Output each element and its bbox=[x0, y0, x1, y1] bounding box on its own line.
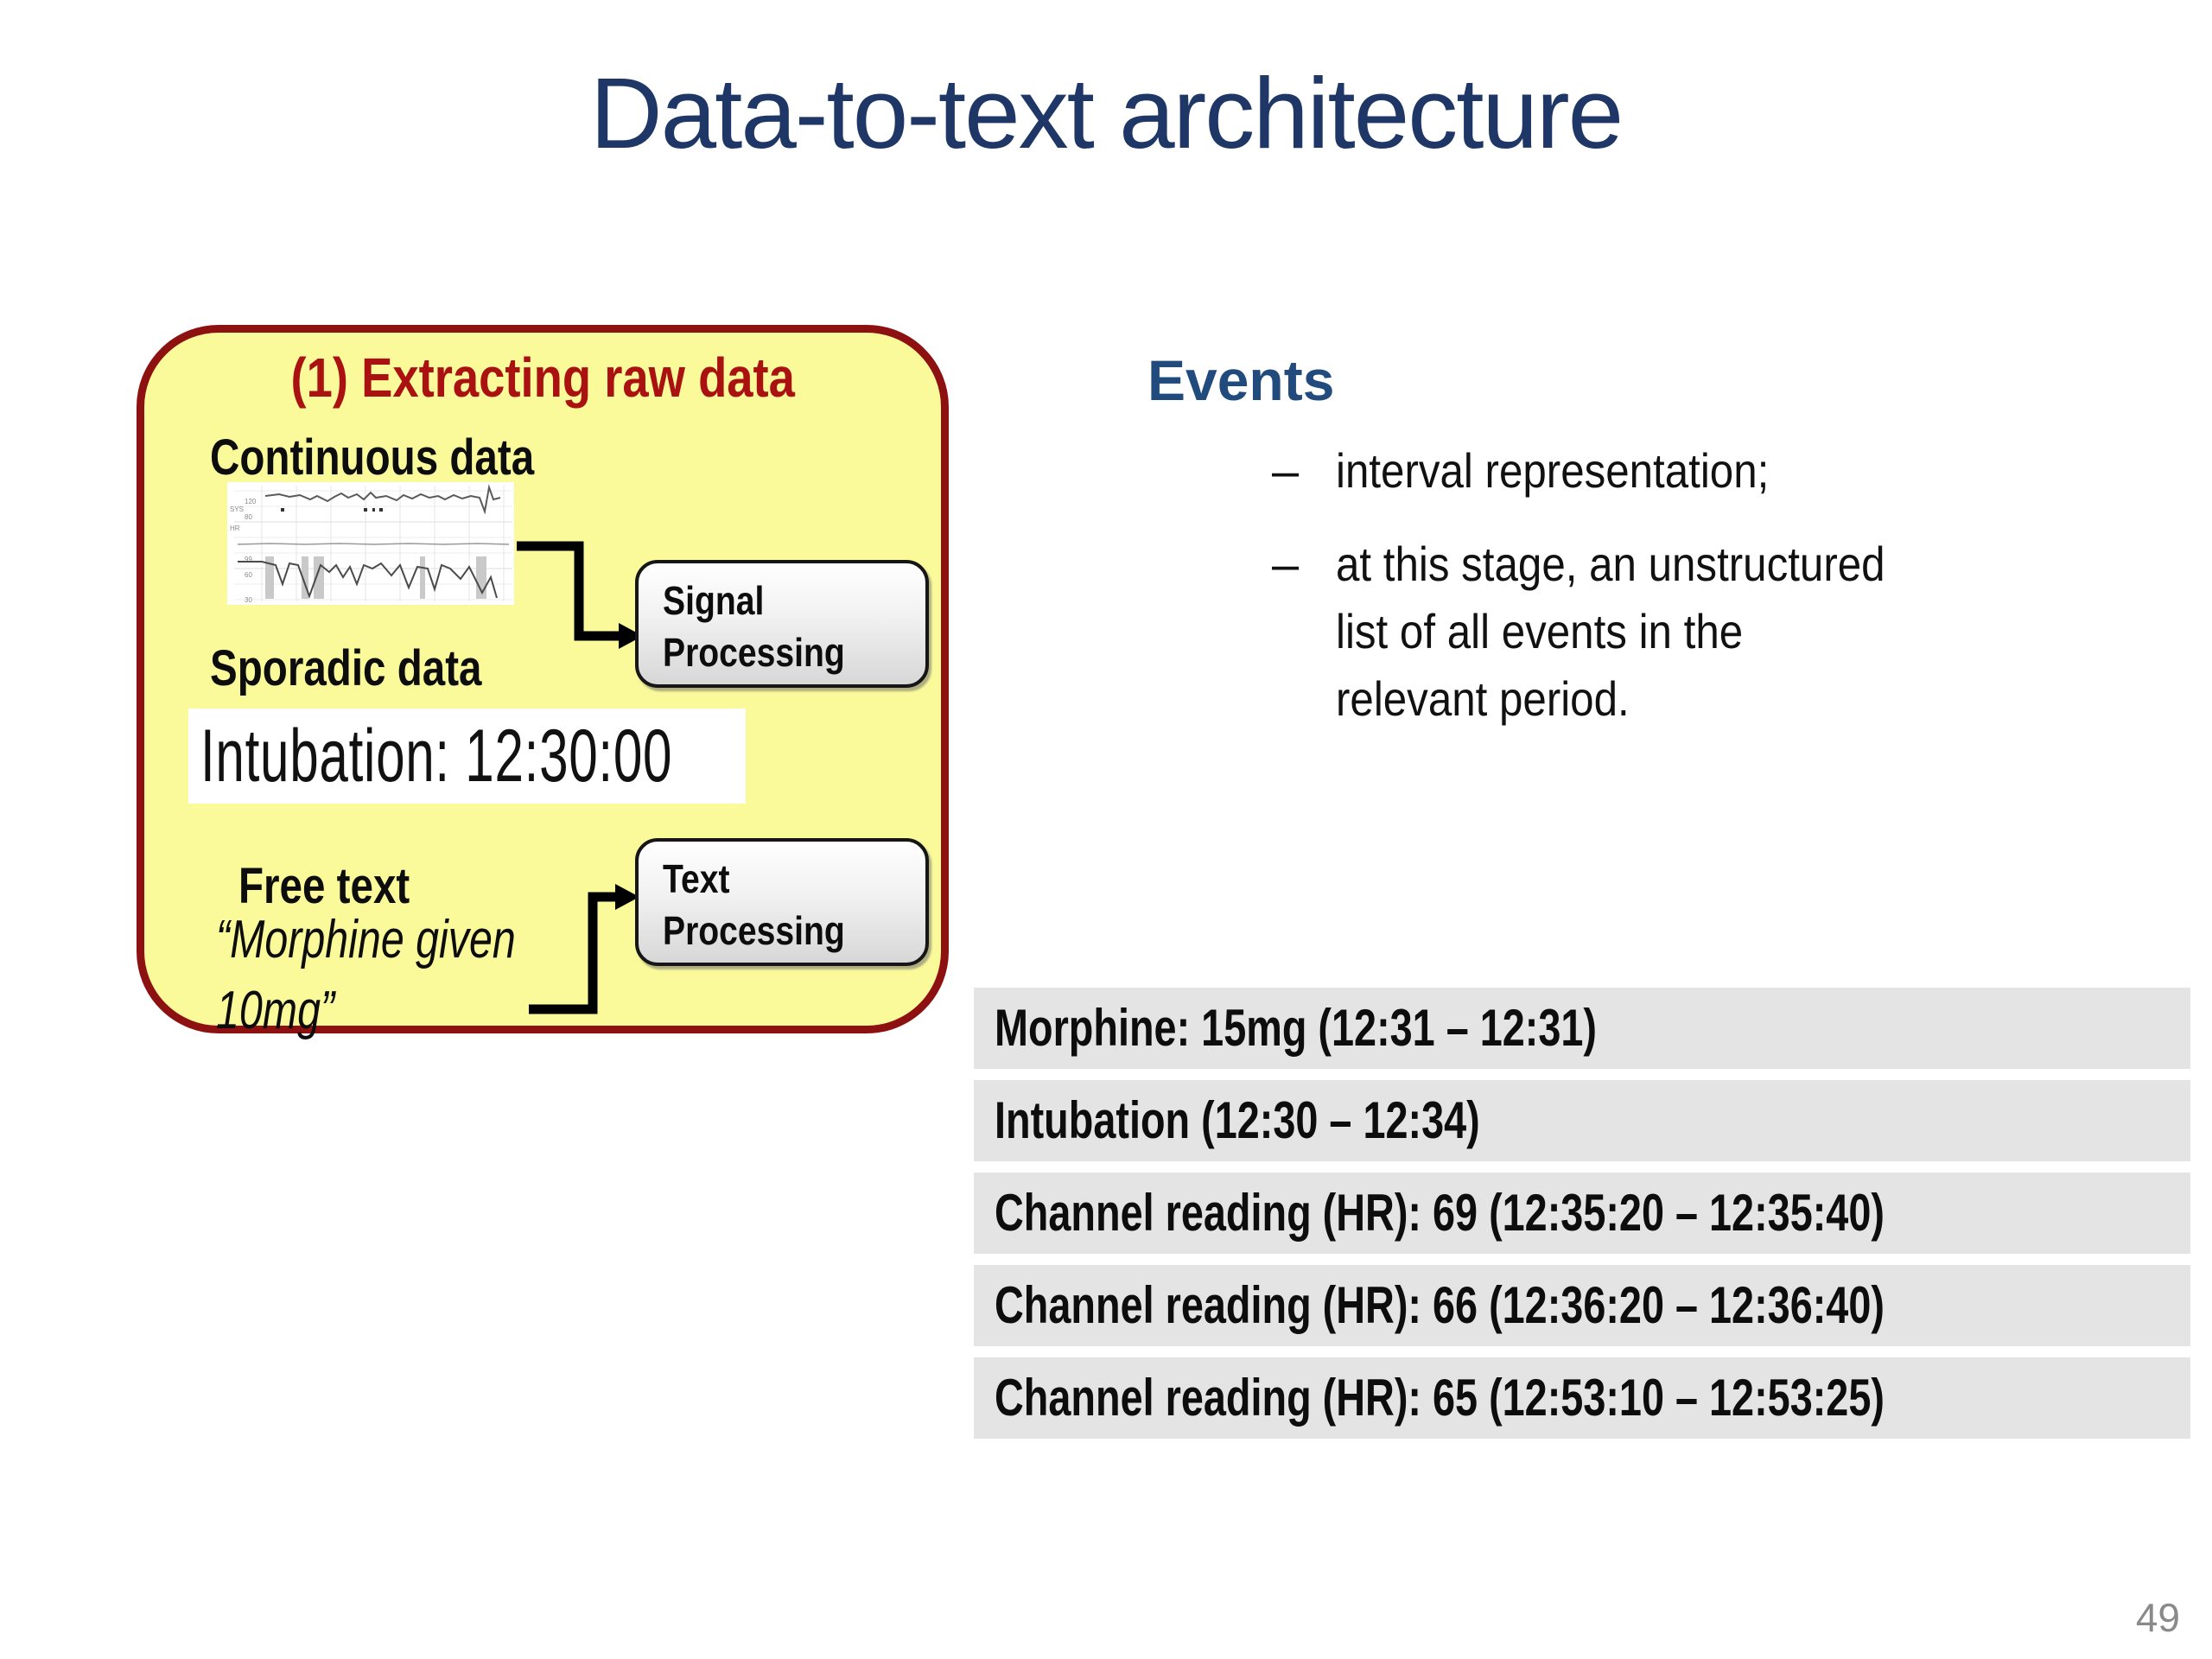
svg-text:80: 80 bbox=[245, 513, 252, 521]
signal-processing-label-line1: Signal bbox=[663, 578, 765, 623]
sporadic-data-label: Sporadic data bbox=[210, 640, 482, 696]
events-list: Morphine: 15mg (12:31 – 12:31) Intubatio… bbox=[974, 988, 2190, 1450]
svg-text:99: 99 bbox=[245, 556, 252, 563]
page-title: Data-to-text architecture bbox=[0, 55, 2212, 171]
text-processing-label-line1: Text bbox=[663, 856, 730, 901]
svg-text:30: 30 bbox=[245, 596, 252, 604]
signal-processing-label-line2: Processing bbox=[663, 630, 845, 675]
extraction-panel-heading-text: (1) Extracting raw data bbox=[290, 346, 795, 409]
continuous-data-label: Continuous data bbox=[210, 429, 535, 486]
bullet-dash: – bbox=[1272, 443, 1300, 498]
arrow-to-signal-processing bbox=[517, 541, 643, 649]
event-row: Intubation (12:30 – 12:34) bbox=[974, 1080, 2190, 1161]
bullet-line: list of all events in the bbox=[1336, 604, 1744, 658]
text-processing-box: Text Processing bbox=[635, 838, 929, 966]
bullet-dash: – bbox=[1272, 537, 1300, 591]
event-row: Morphine: 15mg (12:31 – 12:31) bbox=[974, 988, 2190, 1069]
event-row: Channel reading (HR): 66 (12:36:20 – 12:… bbox=[974, 1265, 2190, 1346]
extraction-panel-heading: (1) Extracting raw data bbox=[137, 346, 949, 410]
free-text-quote-line2: 10mg” bbox=[216, 981, 335, 1040]
arrow-to-text-processing bbox=[529, 884, 639, 1014]
events-heading: Events bbox=[1147, 348, 1335, 412]
svg-text:120: 120 bbox=[245, 498, 257, 505]
bullet-line: relevant period. bbox=[1336, 671, 1630, 726]
event-row: Channel reading (HR): 69 (12:35:20 – 12:… bbox=[974, 1173, 2190, 1254]
free-text-label: Free text bbox=[238, 858, 410, 914]
events-bullet-2: – at this stage, an unstructured list of… bbox=[1272, 531, 2179, 733]
bullet-line: interval representation; bbox=[1336, 443, 1770, 498]
bullet-line: at this stage, an unstructured bbox=[1336, 537, 1885, 591]
svg-text:SYS: SYS bbox=[230, 505, 244, 513]
event-row: Channel reading (HR): 65 (12:53:10 – 12:… bbox=[974, 1357, 2190, 1439]
free-text-quote-line1: “Morphine given bbox=[216, 910, 516, 969]
text-processing-label-line2: Processing bbox=[663, 908, 845, 953]
sporadic-data-value-text: Intubation: 12:30:00 bbox=[200, 715, 673, 798]
events-bullet-list: – interval representation; – at this sta… bbox=[1272, 437, 2179, 733]
events-bullet-1: – interval representation; bbox=[1272, 437, 2179, 505]
svg-text:HR: HR bbox=[230, 524, 240, 532]
page-title-text: Data-to-text architecture bbox=[589, 57, 1624, 169]
page-number: 49 bbox=[2135, 1595, 2180, 1640]
signal-processing-box: Signal Processing bbox=[635, 560, 929, 688]
svg-text:60: 60 bbox=[245, 571, 252, 579]
sporadic-data-value: Intubation: 12:30:00 bbox=[188, 709, 746, 804]
